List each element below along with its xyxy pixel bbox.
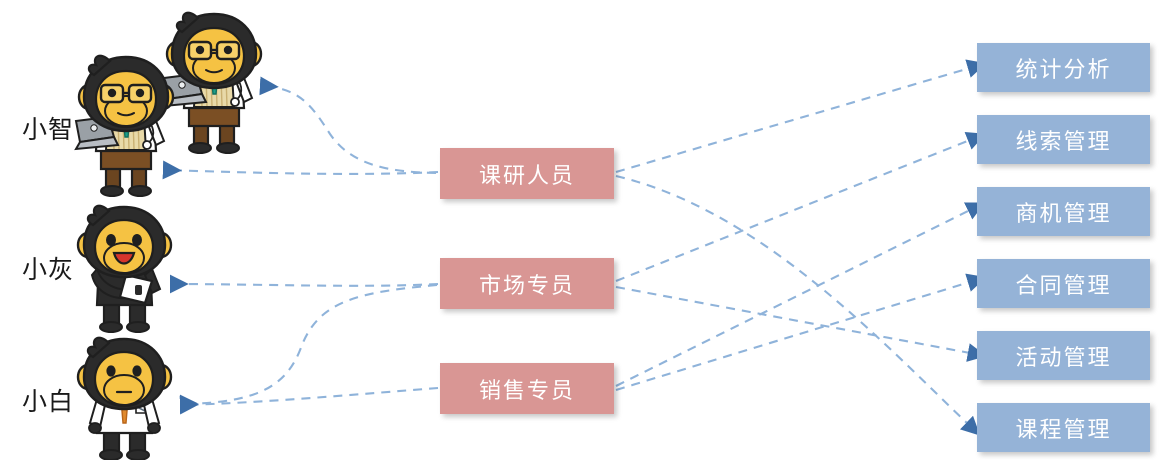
connector-research-to-course	[615, 174, 981, 436]
figure-researcher-back	[162, 11, 263, 154]
connector-sales-to-xiaobai	[179, 386, 439, 415]
module-box-statistics-analysis[interactable]: 统计分析	[977, 43, 1150, 92]
connector-sales-to-contract	[615, 273, 987, 392]
role-label: 销售专员	[478, 377, 575, 403]
role-box-course-research[interactable]: 课研人员	[440, 148, 614, 199]
module-label: 课程管理	[1015, 416, 1112, 442]
figure-researcher-front	[74, 54, 175, 197]
role-label: 课研人员	[478, 162, 575, 188]
connector-research-to-xiaozhi-back	[259, 76, 437, 175]
connector-marketing-to-campaign	[615, 285, 987, 362]
connector-marketing-to-xiaobai	[179, 283, 438, 414]
role-box-sales-specialist[interactable]: 销售专员	[440, 363, 614, 414]
connector-research-to-statistics	[615, 59, 987, 174]
connector-research-to-xiaozhi-front	[162, 160, 439, 180]
module-box-contract-management[interactable]: 合同管理	[977, 259, 1150, 308]
module-box-opportunity-management[interactable]: 商机管理	[977, 187, 1150, 236]
module-label: 统计分析	[1015, 56, 1112, 82]
role-label: 市场专员	[478, 272, 575, 298]
module-box-campaign-management[interactable]: 活动管理	[977, 331, 1150, 380]
module-box-lead-management[interactable]: 线索管理	[977, 115, 1150, 164]
connector-marketing-to-xiaohui	[169, 274, 439, 294]
module-label: 商机管理	[1015, 200, 1112, 226]
figure-salesperson	[76, 336, 173, 460]
module-label: 线索管理	[1015, 128, 1112, 154]
module-label: 活动管理	[1015, 344, 1112, 370]
module-box-course-management[interactable]: 课程管理	[977, 403, 1150, 452]
persona-label-xiaobai: 小白	[22, 388, 75, 416]
persona-label-xiaohui: 小灰	[22, 256, 75, 284]
role-box-marketing-specialist[interactable]: 市场专员	[440, 258, 614, 309]
persona-label-xiaozhi: 小智	[22, 116, 75, 144]
module-label: 合同管理	[1015, 272, 1112, 298]
connector-sales-to-opportunity	[615, 202, 986, 387]
figure-marketer	[76, 204, 173, 333]
